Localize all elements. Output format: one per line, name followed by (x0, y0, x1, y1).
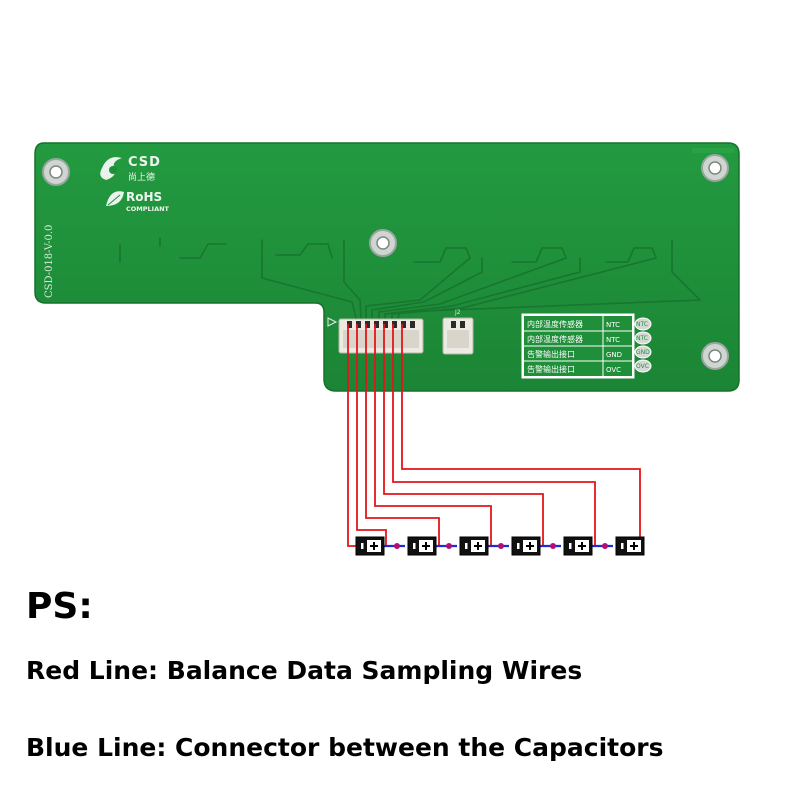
mounting-hole-bottom-right (701, 342, 729, 370)
j2-connector (442, 317, 474, 355)
red-sampling-wires (347, 324, 641, 547)
capacitor-4 (511, 536, 541, 556)
red-wire-4 (374, 324, 492, 546)
pin-function-table: 内部温度传感器 NTC 内部温度传感器 NTC 告警输出接口 GND 告警输出接… (521, 313, 652, 379)
csd-logo: CSD 尚上德 (100, 155, 161, 183)
table-row-1-sig: NTC (606, 321, 620, 329)
j2-label: J2 (454, 309, 461, 316)
board-model-label: CSD-018-V-0.0 (44, 225, 55, 298)
capacitor-5 (563, 536, 593, 556)
pcb-board: CSD 尚上德 RoHS COMPLIANT CSD-018-V-0.0 (34, 142, 740, 392)
pad-4-label: OVC (636, 363, 649, 370)
pad-1-label: NTC (636, 321, 648, 328)
pad-3-label: GND (636, 349, 650, 356)
mounting-hole-top-left (42, 158, 70, 186)
capacitor-row (355, 536, 645, 556)
blue-line-note: Blue Line: Connector between the Capacit… (26, 733, 664, 762)
red-wire-6 (392, 324, 596, 546)
rohs-compliant-text: COMPLIANT (126, 205, 170, 213)
table-row-2-desc: 内部温度传感器 (527, 334, 583, 344)
red-wire-5 (383, 324, 544, 546)
table-row-1-desc: 内部温度传感器 (527, 319, 583, 329)
table-row-4-sig: OVC (606, 366, 621, 374)
capacitor-2 (407, 536, 437, 556)
mounting-hole-center (369, 229, 397, 257)
ps-heading: PS: (26, 586, 93, 627)
mounting-hole-top-right (701, 154, 729, 182)
table-row-4-desc: 告警输出接口 (527, 364, 575, 374)
capacitor-1 (355, 536, 385, 556)
red-wire-1 (347, 324, 356, 547)
table-row-3-sig: GND (606, 351, 622, 359)
red-wire-2 (356, 324, 387, 546)
table-row-3-desc: 告警输出接口 (527, 349, 575, 359)
capacitor-6 (615, 536, 645, 556)
pin1-marker (327, 317, 338, 327)
capacitor-3 (459, 536, 489, 556)
junction-dots (394, 543, 608, 549)
logo-brand-text: CSD (128, 155, 161, 170)
red-line-note: Red Line: Balance Data Sampling Wires (26, 656, 583, 685)
rohs-mark: RoHS COMPLIANT (106, 190, 170, 213)
logo-brand-cn: 尚上德 (128, 171, 155, 183)
balance-connector (338, 318, 424, 354)
red-wire-3 (365, 324, 440, 546)
rohs-text: RoHS (126, 190, 162, 204)
table-row-2-sig: NTC (606, 336, 620, 344)
pcb-traces (119, 237, 702, 319)
pad-2-label: NTC (636, 335, 648, 342)
